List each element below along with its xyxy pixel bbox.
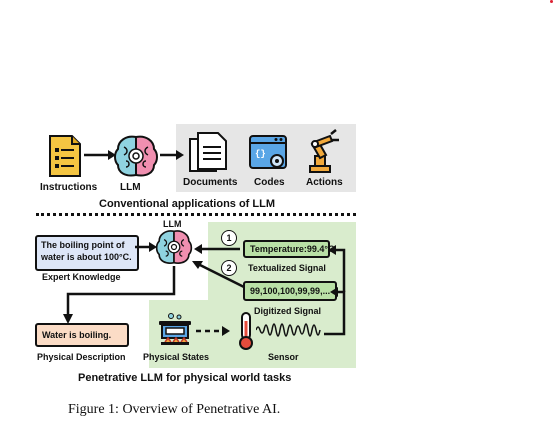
penetrative-title: Penetrative LLM for physical world tasks	[78, 372, 292, 384]
expert-knowledge-box: The boiling point of water is about 100°…	[35, 235, 139, 271]
codes-label: Codes	[254, 177, 285, 188]
digitized-signal-label: Digitized Signal	[254, 306, 322, 316]
brain-icon	[155, 230, 193, 264]
figure-caption: Figure 1: Overview of Penetrative AI.	[68, 402, 281, 417]
sensor-label: Sensor	[268, 352, 299, 362]
arrow-icon	[160, 150, 184, 160]
step-2-marker: 2	[221, 260, 237, 276]
dashed-arrow	[196, 326, 230, 336]
arrow-icon	[84, 150, 116, 160]
actions-label: Actions	[306, 177, 343, 188]
arrow-icon	[192, 261, 247, 290]
robot-arm-icon	[309, 129, 339, 173]
section-divider	[36, 213, 356, 216]
llm-label-top: LLM	[120, 182, 141, 193]
step-1-marker: 1	[221, 230, 237, 246]
svg-text:{}: {}	[255, 149, 266, 159]
physical-description-label: Physical Description	[37, 352, 126, 362]
output-arrow	[63, 266, 176, 324]
documents-icon	[189, 132, 227, 172]
document-list-icon	[49, 135, 81, 177]
instructions-label: Instructions	[40, 182, 98, 193]
documents-label: Documents	[183, 177, 238, 188]
conventional-title: Conventional applications of LLM	[99, 198, 275, 210]
physical-states-label: Physical States	[143, 352, 210, 362]
physical-description-box: Water is boiling.	[35, 323, 129, 347]
feedback-arrows	[324, 245, 346, 336]
boiling-pot-icon	[159, 313, 191, 345]
temperature-box: Temperature:99.4°C	[243, 240, 334, 258]
corner-dot	[550, 0, 553, 3]
code-window-icon: {}	[249, 135, 287, 169]
arrow-icon	[135, 242, 157, 252]
arrow-icon	[194, 244, 240, 254]
llm-label-bottom: LLM	[163, 219, 182, 229]
thermometer-icon	[239, 312, 253, 350]
brain-icon	[114, 135, 158, 177]
expert-knowledge-label: Expert Knowledge	[42, 272, 121, 282]
sensor-wave-icon	[256, 323, 321, 337]
textualized-signal-label: Textualized Signal	[248, 263, 326, 273]
